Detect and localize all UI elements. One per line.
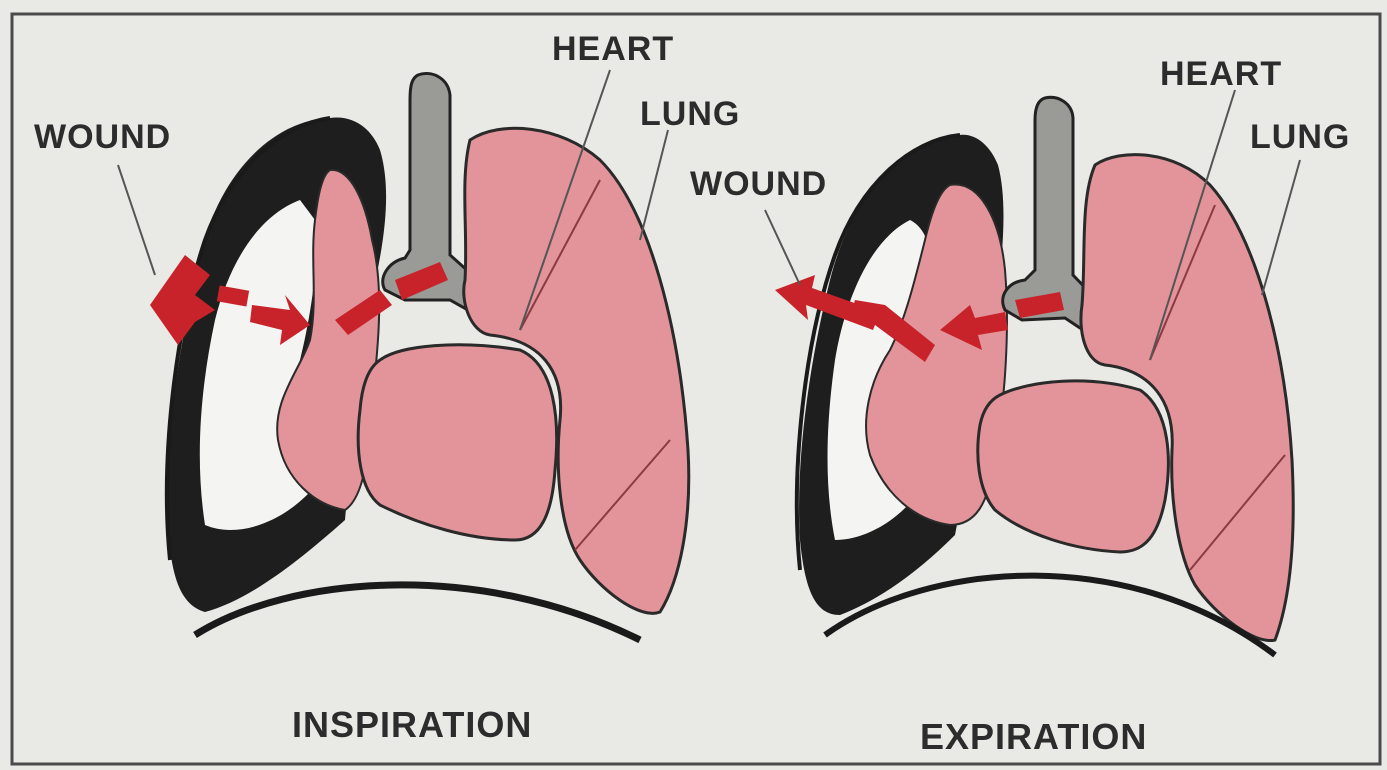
lung-label-left: LUNG	[640, 95, 740, 134]
lung-label-right: LUNG	[1250, 118, 1350, 157]
heart-label-right: HEART	[1160, 55, 1282, 94]
heart-label-left: HEART	[552, 30, 674, 69]
expiration-caption: EXPIRATION	[920, 716, 1147, 758]
inspiration-caption: INSPIRATION	[292, 704, 532, 746]
wound-label-left: WOUND	[34, 118, 171, 157]
wound-label-right: WOUND	[690, 165, 827, 204]
